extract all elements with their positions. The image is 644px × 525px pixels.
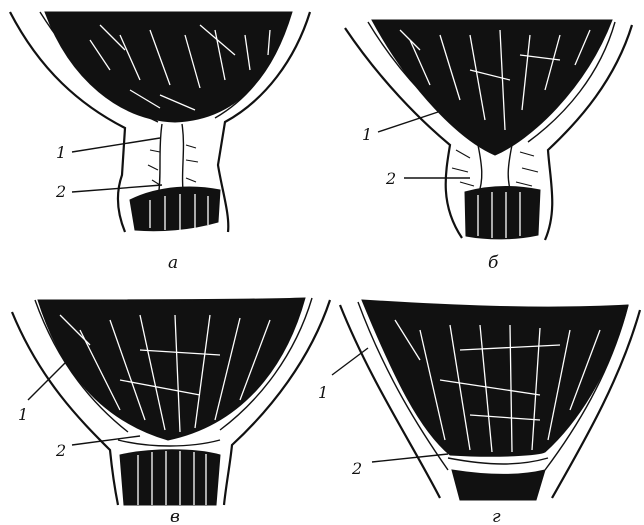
panel-b-leader-1 — [378, 112, 438, 132]
panel-a-leader-1 — [72, 138, 160, 152]
panel-a-label-2: 2 — [55, 182, 66, 201]
panel-b: 1 2 б — [345, 20, 632, 273]
panel-b-label-1: 1 — [362, 125, 372, 144]
panel-a-leader-2 — [72, 185, 162, 192]
panel-d-letter: г — [492, 507, 501, 525]
panel-c-drawing — [12, 298, 330, 505]
panel-d-leader-1 — [332, 348, 368, 375]
panel-c: 1 2 в — [12, 298, 330, 525]
panel-d-label-2: 2 — [351, 459, 362, 478]
panel-c-label-2: 2 — [55, 441, 66, 460]
panel-d-label-1: 1 — [318, 383, 328, 402]
panel-d-drawing — [340, 300, 640, 500]
panel-c-leader-2 — [72, 436, 140, 445]
panel-b-label-2: 2 — [385, 169, 396, 188]
panel-c-leader-1 — [28, 360, 68, 400]
panel-a-letter: а — [168, 253, 178, 273]
panel-a-drawing — [10, 12, 310, 232]
panel-d-leader-2 — [372, 454, 448, 462]
panel-b-letter: б — [488, 253, 499, 273]
panel-c-letter: в — [170, 507, 180, 525]
panel-a: 1 2 а — [10, 12, 310, 273]
panel-b-drawing — [345, 20, 632, 240]
panel-d: 1 2 г — [318, 300, 640, 525]
panel-c-label-1: 1 — [18, 405, 28, 424]
panel-a-label-1: 1 — [56, 143, 66, 162]
